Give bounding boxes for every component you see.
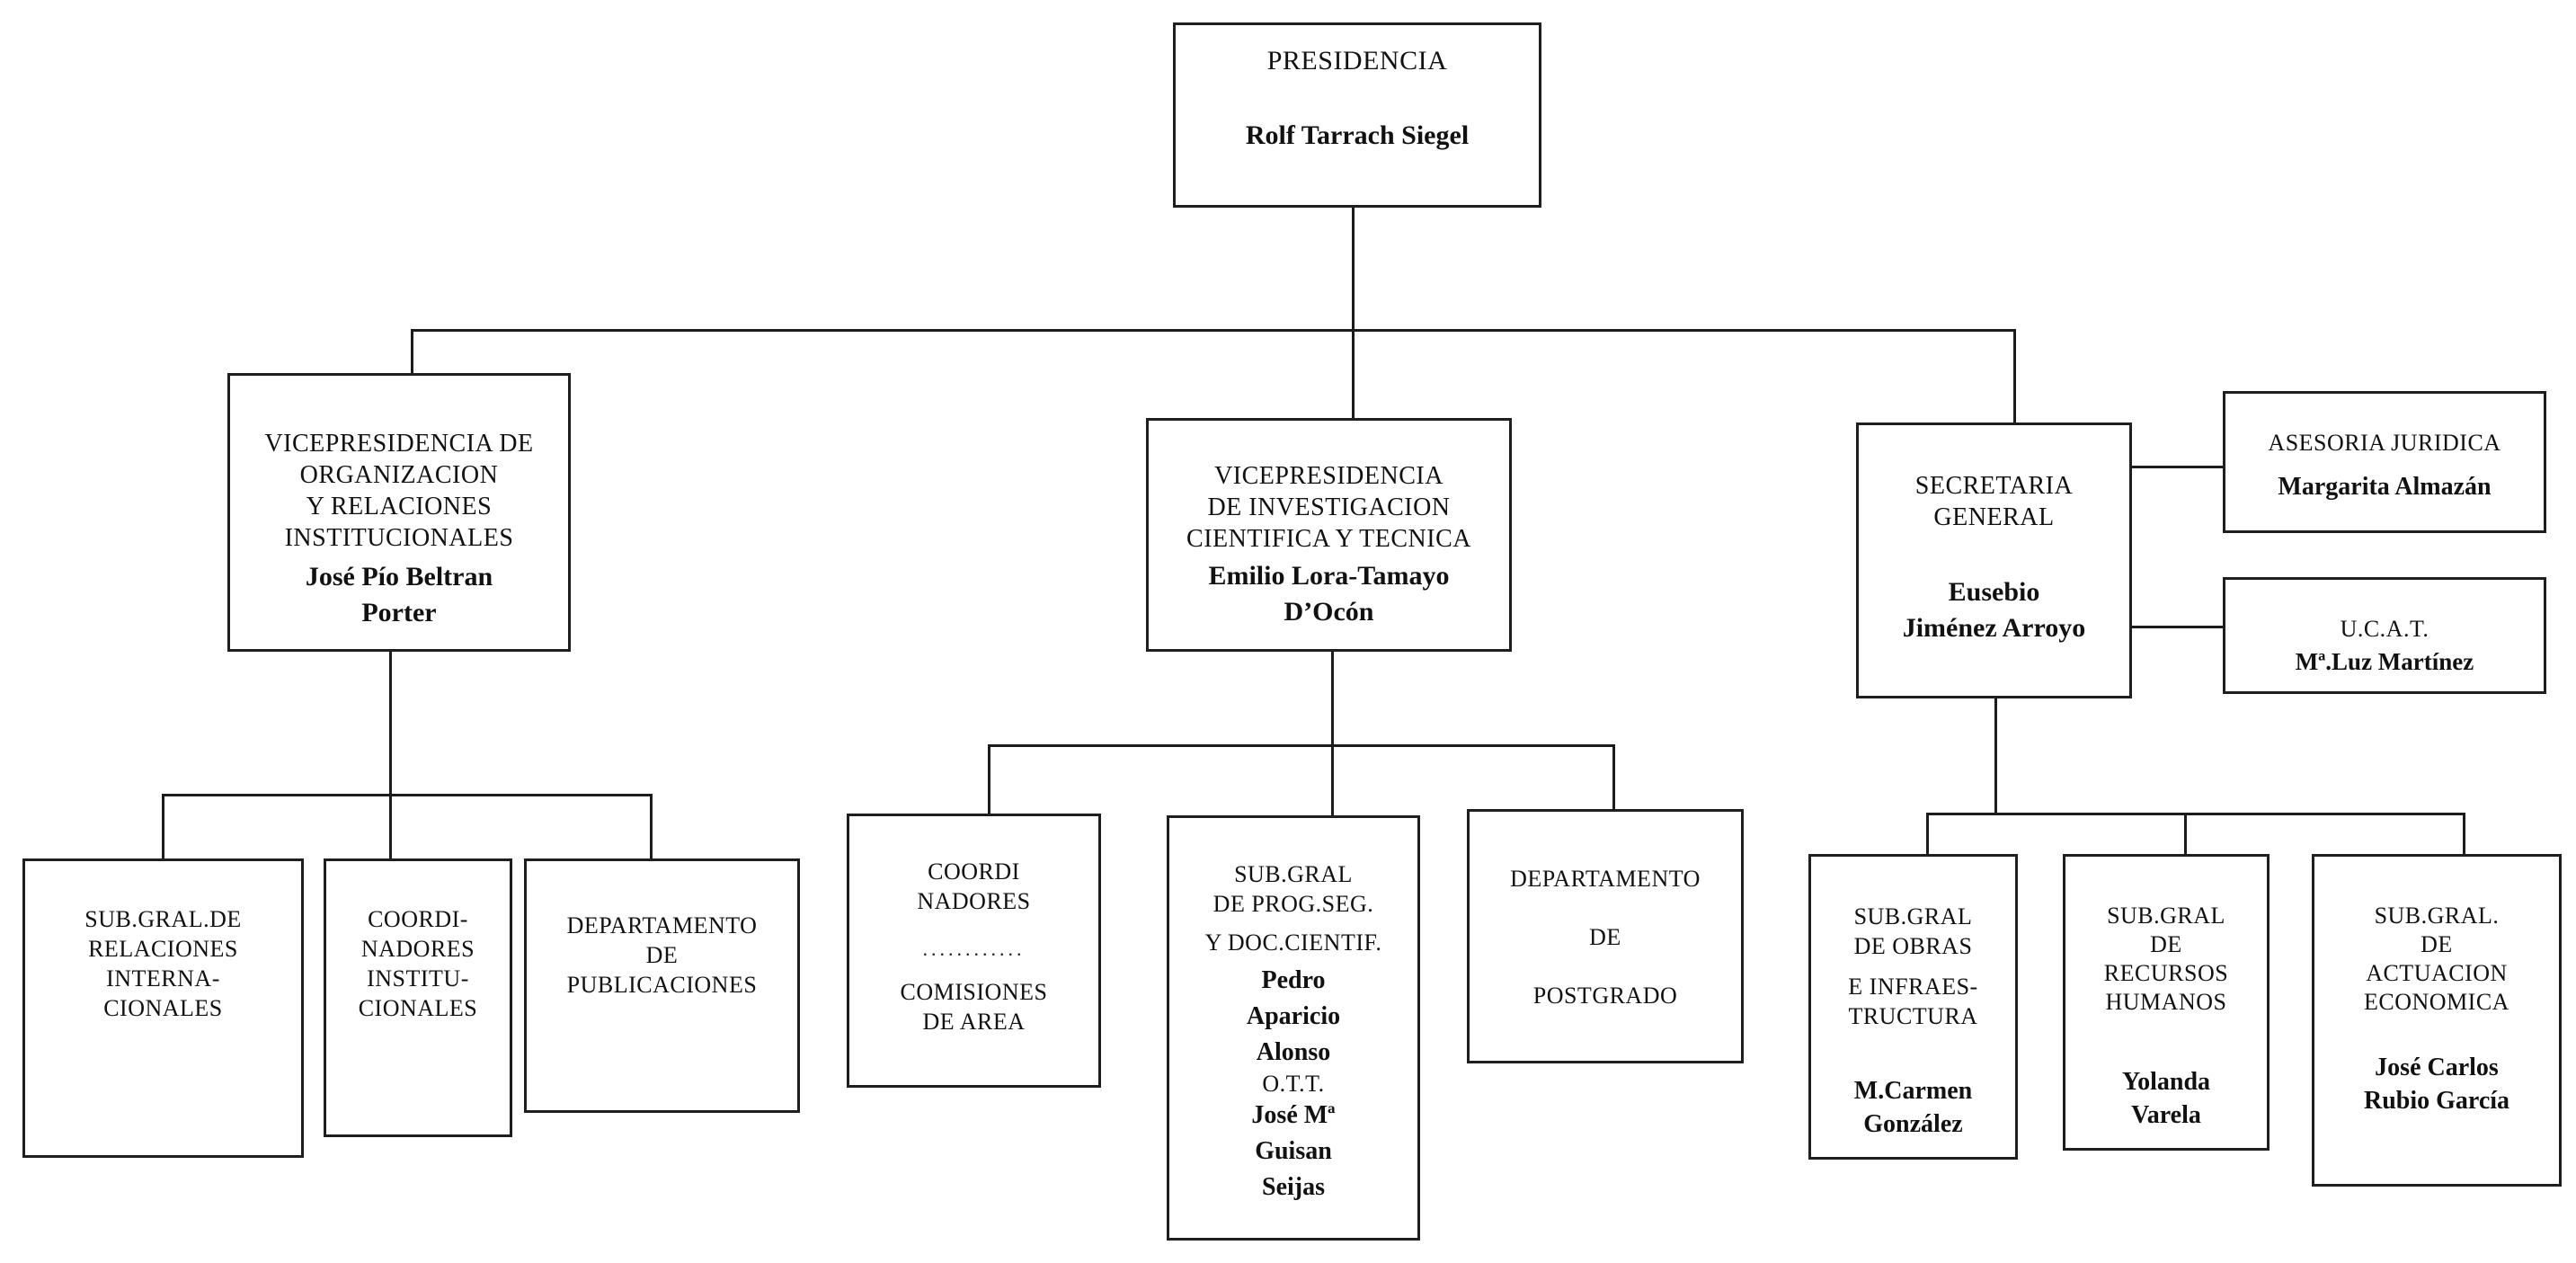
node-subgral-recursos-humanos: SUB.GRAL DE RECURSOS HUMANOS Yolanda Var… — [2063, 854, 2270, 1151]
connector-right-horizontal — [1926, 813, 2465, 815]
connector-drop-coordinadores — [988, 744, 990, 815]
node-secretaria-general: SECRETARIA GENERAL Eusebio Jiménez Arroy… — [1856, 422, 2132, 698]
node-title: SECRETARIA GENERAL — [1914, 472, 2074, 531]
node-title: DEPARTAMENTO DE PUBLICACIONES — [566, 912, 758, 998]
node-departamento-postgrado: DEPARTAMENTO DE POSTGRADO — [1467, 809, 1744, 1063]
node-title: SUB.GRAL.DE RELACIONES INTERNA- CIONALES — [84, 906, 242, 1021]
connector-drop-sg-obras — [1926, 813, 1929, 856]
node-title: SUB.GRAL DE RECURSOS HUMANOS — [2103, 903, 2229, 1015]
node-title: SUB.GRAL DE PROG.SEG. — [1212, 861, 1374, 917]
connector-drop-secretaria — [2013, 329, 2016, 425]
node-person-name: Eusebio Jiménez Arroyo — [1902, 577, 2086, 643]
node-person-name: José Pío Beltran Porter — [305, 562, 493, 627]
node-person-name: José Carlos Rubio García — [2363, 1054, 2510, 1115]
node-subgral-programacion-seguimiento: SUB.GRAL DE PROG.SEG. Y DOC.CIENTIF. Ped… — [1167, 815, 1420, 1241]
connector-presidencia-trunk — [1352, 206, 1355, 419]
node-subgral-obras-infraestructura: SUB.GRAL DE OBRAS E INFRAES- TRUCTURA M.… — [1808, 854, 2018, 1160]
connector-drop-sg-actuacion — [2463, 813, 2465, 856]
node-title-line2: Y DOC.CIENTIF. — [1204, 929, 1382, 956]
node-ucat: U.C.A.T. Mª.Luz Martínez — [2223, 577, 2546, 694]
node-title: SUB.GRAL. DE ACTUACION ECONOMICA — [2364, 903, 2509, 1015]
node-subtitle: COMISIONES DE AREA — [900, 979, 1048, 1035]
connector-secretaria-trunk — [1994, 697, 1997, 815]
connector-drop-vp-org — [411, 329, 413, 376]
node-title: DEPARTAMENTO DE POSTGRADO — [1510, 866, 1701, 1009]
node-person-name-2: José Mª Guisan Seijas — [1251, 1101, 1336, 1201]
connector-vporg-trunk — [389, 650, 392, 860]
node-departamento-publicaciones: DEPARTAMENTO DE PUBLICACIONES — [524, 858, 800, 1113]
node-title: SUB.GRAL DE OBRAS — [1853, 903, 1973, 959]
node-coordinadores-institucionales: COORDI- NADORES INSTITU- CIONALES — [324, 858, 512, 1137]
node-person-name: Pedro Aparicio Alonso — [1246, 966, 1341, 1066]
node-title-line2: E INFRAES- TRUCTURA — [1848, 974, 1978, 1029]
node-presidencia: PRESIDENCIA Rolf Tarrach Siegel — [1173, 22, 1541, 208]
node-coordinadores-comisiones-area: COORDI NADORES ............ COMISIONES D… — [847, 814, 1101, 1088]
node-person-name: M.Carmen González — [1853, 1077, 1973, 1138]
connector-stub-asesoria — [2130, 466, 2223, 468]
node-subgral-actuacion-economica: SUB.GRAL. DE ACTUACION ECONOMICA José Ca… — [2312, 854, 2562, 1187]
node-title: ASESORIA JURIDICA — [2268, 430, 2501, 456]
node-title: COORDI- NADORES INSTITU- CIONALES — [358, 906, 478, 1021]
node-subgral-relaciones-internacionales: SUB.GRAL.DE RELACIONES INTERNA- CIONALES — [22, 858, 304, 1158]
node-subtitle-ott: O.T.T. — [1262, 1071, 1325, 1097]
connector-top-horizontal — [411, 329, 2016, 332]
node-person-name: Mª.Luz Martínez — [2295, 648, 2474, 675]
connector-mid-horizontal — [988, 744, 1615, 747]
node-person-name: Emilio Lora-Tamayo D’Ocón — [1208, 561, 1450, 627]
connector-vpinv-trunk — [1331, 650, 1334, 818]
node-person-name: Margarita Almazán — [2278, 473, 2492, 501]
node-person-name: Yolanda Varela — [2121, 1068, 2211, 1129]
connector-drop-sg-recursos — [2184, 813, 2187, 856]
node-vicepresidencia-investigacion: VICEPRESIDENCIA DE INVESTIGACION CIENTIF… — [1146, 418, 1512, 652]
node-vicepresidencia-organizacion: VICEPRESIDENCIA DE ORGANIZACION Y RELACI… — [227, 373, 571, 652]
connector-drop-dep-postgrado — [1612, 744, 1615, 811]
node-title: COORDI NADORES — [917, 858, 1031, 914]
node-person-name: Rolf Tarrach Siegel — [1245, 120, 1470, 150]
node-title: VICEPRESIDENCIA DE INVESTIGACION CIENTIF… — [1186, 462, 1471, 553]
node-title: PRESIDENCIA — [1266, 46, 1448, 76]
connector-left-horizontal — [162, 794, 653, 796]
dotted-separator: ............ — [922, 938, 1026, 960]
node-asesoria-juridica: ASESORIA JURIDICA Margarita Almazán — [2223, 391, 2546, 533]
connector-stub-ucat — [2130, 626, 2223, 628]
node-title: VICEPRESIDENCIA DE ORGANIZACION Y RELACI… — [264, 430, 534, 552]
connector-drop-dep-publicaciones — [650, 794, 653, 860]
node-title: U.C.A.T. — [2340, 616, 2429, 642]
connector-drop-sg-relaciones — [162, 794, 164, 860]
